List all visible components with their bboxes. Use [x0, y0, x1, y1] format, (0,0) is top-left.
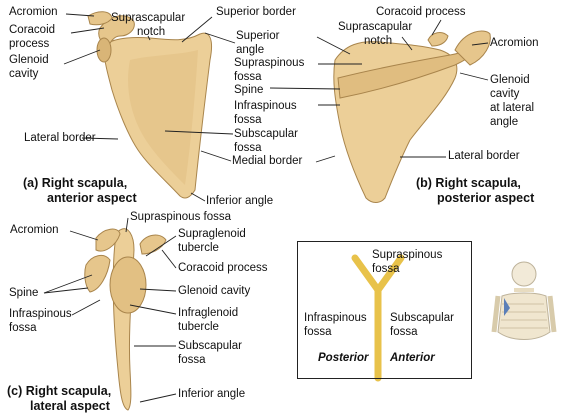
label-a-coracoid-2: process	[9, 38, 50, 50]
label-a-coracoid-1: Coracoid	[9, 24, 56, 36]
caption-b-1: (b) Right scapula,	[416, 176, 521, 190]
label-a-glenoid-2: cavity	[9, 68, 39, 80]
lateral-coracoid	[139, 234, 167, 255]
label-c-infraspinous-2: fossa	[9, 322, 37, 334]
inset-subscapular-1: Subscapular	[390, 312, 454, 324]
label-a-suprascapular-2: notch	[137, 26, 166, 38]
lateral-spine	[84, 254, 111, 293]
lateral-glenoid	[109, 256, 147, 314]
label-c-inferior-angle: Inferior angle	[178, 388, 246, 400]
label-b-glenoid-3: at lateral	[490, 102, 535, 114]
scapula-lateral-drawing	[84, 228, 167, 411]
caption-c-1: (c) Right scapula,	[7, 384, 112, 398]
label-b-coracoid-process: Coracoid process	[376, 6, 466, 18]
label-c-acromion: Acromion	[10, 224, 59, 236]
label-a-inferior-angle: Inferior angle	[206, 195, 274, 207]
label-b-supraspinous-2: fossa	[234, 71, 262, 83]
scapula-posterior-drawing	[333, 30, 491, 203]
label-a-suprascapular-1: Suprascapular	[111, 12, 186, 24]
leader-lines	[43, 13, 489, 403]
label-c-subscapular-1: Subscapular	[178, 340, 242, 352]
label-a-subscapular-1: Subscapular	[234, 128, 298, 140]
lateral-scapula-blade	[112, 228, 135, 411]
inset-y-diagram	[351, 254, 405, 382]
label-b-spine: Spine	[234, 84, 264, 96]
posterior-acromion	[454, 30, 491, 66]
label-b-suprascapular-1: Suprascapular	[338, 21, 413, 33]
label-c-supraglenoid-1: Supraglenoid	[178, 228, 246, 240]
inset-infraspinous-2: fossa	[304, 326, 332, 338]
label-c-coracoid-process: Coracoid process	[178, 262, 268, 274]
inset-subscapular-2: fossa	[390, 326, 418, 338]
label-a-lateral-border: Lateral border	[24, 132, 96, 144]
label-a-acromion: Acromion	[9, 6, 58, 18]
inset-supraspinous-1: Supraspinous	[372, 249, 443, 261]
label-a-superior-border: Superior border	[216, 6, 296, 18]
caption-b-2: posterior aspect	[437, 191, 535, 205]
label-b-suprascapular-2: notch	[364, 35, 393, 47]
label-a-superior-angle-2: angle	[236, 44, 265, 56]
inset-infraspinous-1: Infraspinous	[304, 312, 367, 324]
label-b-lateral-border: Lateral border	[448, 150, 520, 162]
label-a-subscapular-2: fossa	[234, 142, 262, 154]
label-a-medial-border: Medial border	[232, 155, 303, 167]
caption-a-2: anterior aspect	[47, 191, 137, 205]
label-c-supraglenoid-2: tubercle	[178, 242, 219, 254]
inset-anterior: Anterior	[390, 352, 435, 364]
label-b-glenoid-4: angle	[490, 116, 519, 128]
caption-c-2: lateral aspect	[30, 399, 110, 413]
scapula-anterior-drawing	[87, 11, 213, 199]
lateral-acromion	[95, 228, 121, 252]
label-b-glenoid-1: Glenoid	[490, 74, 530, 86]
label-b-glenoid-2: cavity	[490, 88, 520, 100]
inset-supraspinous-2: fossa	[372, 263, 400, 275]
label-b-supraspinous-1: Supraspinous	[234, 57, 305, 69]
skeleton-thumbnail	[491, 261, 557, 340]
label-c-spine: Spine	[9, 287, 39, 299]
label-c-supraspinous-fossa: Supraspinous fossa	[130, 211, 232, 223]
label-c-glenoid-cavity: Glenoid cavity	[178, 285, 251, 297]
inset-box	[297, 241, 472, 379]
skeleton-scapula-highlight	[504, 298, 510, 316]
inset-y-shape	[351, 254, 405, 382]
anterior-glenoid	[96, 37, 112, 63]
label-b-infraspinous-1: Infraspinous	[234, 100, 297, 112]
label-c-infraspinous-1: Infraspinous	[9, 308, 72, 320]
label-b-infraspinous-2: fossa	[234, 114, 262, 126]
label-a-superior-angle-1: Superior	[236, 30, 280, 42]
anterior-acromion	[87, 11, 113, 26]
anterior-subscapular-shading	[128, 50, 198, 185]
caption-a-1: (a) Right scapula,	[23, 176, 128, 190]
posterior-coracoid	[427, 32, 449, 47]
label-a-glenoid-1: Glenoid	[9, 54, 49, 66]
label-c-infraglenoid-1: Infraglenoid	[178, 307, 239, 319]
label-b-acromion: Acromion	[490, 37, 539, 49]
label-c-infraglenoid-2: tubercle	[178, 321, 219, 333]
label-c-subscapular-2: fossa	[178, 354, 206, 366]
inset-posterior: Posterior	[318, 352, 369, 364]
